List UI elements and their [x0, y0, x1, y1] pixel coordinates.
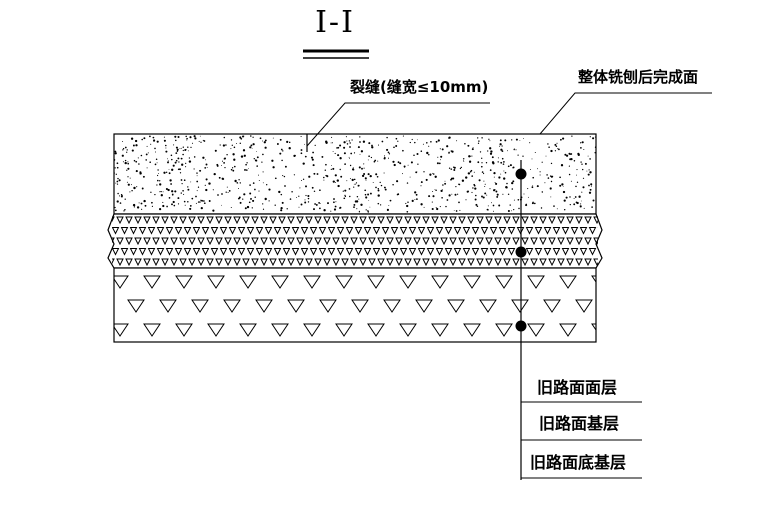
surface-course-hatch: [114, 135, 596, 213]
section-title: Ⅰ-Ⅰ: [315, 5, 355, 40]
milled-surface-leader-line: [539, 92, 712, 135]
crack-leader-line: [306, 102, 490, 147]
layer-label-subbase-course: 旧路面底基层: [530, 453, 627, 472]
layer-label-base-course: 旧路面基层: [539, 414, 620, 433]
base-layer-dot: [515, 246, 527, 258]
milled-surface-annotation: 整体铣刨后完成面: [578, 68, 699, 86]
subbase-course-hatch: [114, 275, 596, 337]
base-course-hatch: [112, 216, 598, 267]
surface-layer-dot: [515, 168, 527, 180]
subbase-layer-dot: [515, 320, 527, 332]
layer-label-surface-course: 旧路面面层: [537, 378, 618, 397]
crack-annotation: 裂缝(缝宽≤10mm): [350, 78, 489, 96]
